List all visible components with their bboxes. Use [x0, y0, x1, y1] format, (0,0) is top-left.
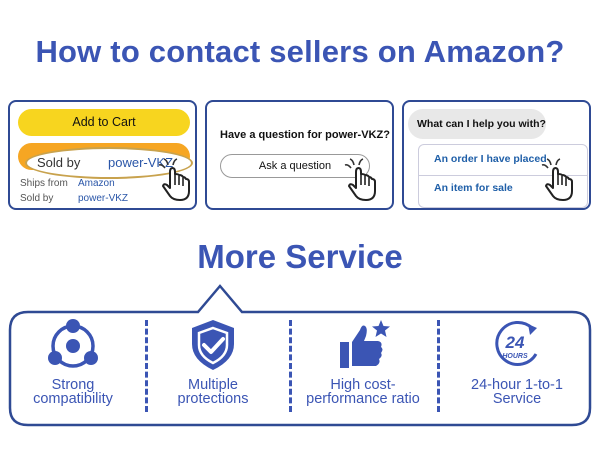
ships-from-label: Ships from: [20, 178, 68, 189]
feature-divider: [289, 320, 292, 412]
feature-divider: [145, 320, 148, 412]
options-box: [418, 144, 588, 208]
option-order-placed[interactable]: An order I have placed: [434, 153, 547, 165]
sold-by-highlight: [25, 147, 193, 179]
share-network-icon: [48, 319, 98, 368]
feature-label: Service: [492, 391, 542, 407]
feature-label: Multiple: [188, 377, 238, 393]
page-title: How to contact sellers on Amazon?: [35, 34, 565, 69]
feature-label: High cost-: [330, 377, 396, 393]
feature-cost-performance: High cost- performance ratio: [298, 318, 428, 406]
seller-link-2[interactable]: power-VKZ: [78, 193, 129, 204]
feature-label: 24-hour 1-to-1: [471, 377, 563, 393]
shield-check-icon: [192, 320, 234, 370]
feature-label: compatibility: [33, 391, 113, 407]
feature-protections: Multiple protections: [148, 318, 278, 406]
help-options-panel: What can I help you with? An order I hav…: [402, 100, 591, 210]
pointer-hand-icon: [344, 158, 376, 201]
ships-from-value: Amazon: [78, 178, 115, 189]
feature-label: Strong: [51, 377, 95, 393]
more-service-heading: More Service: [197, 238, 403, 275]
feature-divider: [437, 320, 440, 412]
sold-by-label-2: Sold by: [20, 193, 54, 204]
badge-text: HOURS: [502, 353, 528, 360]
feature-label: protections: [177, 391, 249, 407]
question-heading: Have a question for power-VKZ?: [220, 129, 390, 141]
thumbs-up-icon: [340, 320, 390, 368]
feature-compatibility: Strong compatibility: [8, 318, 138, 406]
add-to-cart-button[interactable]: Add to Cart: [18, 109, 190, 136]
badge-number: 24: [505, 333, 525, 352]
ask-question-button[interactable]: Ask a question: [220, 154, 370, 178]
option-item-for-sale[interactable]: An item for sale: [434, 182, 513, 194]
seller-link[interactable]: power-VKZ: [108, 155, 174, 170]
24-hours-icon: 24 HOURS: [495, 321, 538, 366]
sold-by-label: Sold by: [37, 155, 81, 170]
pointer-hand-icon: [158, 158, 190, 201]
seller-info-panel: Add to Cart Sold by power-VKZ Ships from…: [8, 100, 197, 210]
pointer-hand-icon: [541, 158, 573, 201]
ask-question-panel: Have a question for power-VKZ? Ask a que…: [205, 100, 394, 210]
help-prompt-bubble: What can I help you with?: [408, 109, 546, 139]
options-divider: [418, 175, 588, 176]
feature-label: performance ratio: [306, 391, 420, 407]
feature-24h-service: 24 HOURS 24-hour 1-to-1 Service: [452, 318, 582, 406]
